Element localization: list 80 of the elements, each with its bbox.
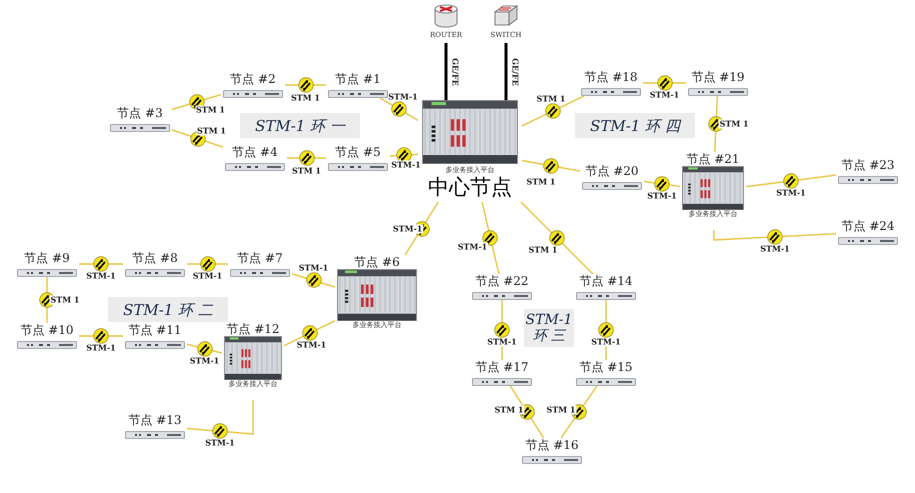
ring-label: STM-1环 三 <box>524 309 574 347</box>
node-label: 节点 #9 <box>24 251 70 265</box>
edge-label: STM-1 <box>392 224 424 233</box>
node-label: 节点 #13 <box>128 413 182 427</box>
node-label: 节点 #1 <box>335 72 381 86</box>
connector-line <box>46 277 48 323</box>
node-label: 节点 #3 <box>117 106 163 120</box>
node-label: 节点 #14 <box>579 274 633 288</box>
edge-label: STM-1 <box>85 344 117 352</box>
ring-label: STM-1 环 四 <box>575 113 695 138</box>
node-label: 节点 #10 <box>20 323 74 337</box>
connector-line <box>284 320 336 346</box>
edge-label: STM-1 <box>486 338 518 346</box>
edge-label: STM 1 <box>195 106 226 114</box>
connector-line <box>380 97 418 121</box>
edge-label: STM 1 <box>196 126 227 135</box>
edge-label: STM-1 <box>456 242 488 252</box>
node-label: 节点 #6 <box>354 255 400 269</box>
connector-line <box>560 386 598 438</box>
node-label: 节点 #5 <box>335 145 381 159</box>
node-label: 节点 #12 <box>226 322 280 336</box>
edge-label: STM-1 <box>590 338 622 346</box>
node-label: 节点 #11 <box>128 323 182 337</box>
connector-line <box>79 335 123 337</box>
node-label: 节点 #4 <box>232 145 278 159</box>
edge-label: STM-1 <box>85 272 117 280</box>
edge-label: STM 1 <box>291 166 322 176</box>
connector-line <box>292 273 336 288</box>
edge-label: STM 1 <box>526 177 556 186</box>
edge-label: STM 1 <box>494 406 524 414</box>
node-label: 节点 #18 <box>584 70 638 84</box>
edge-label: STM 1 <box>50 296 80 304</box>
node-label: 节点 #17 <box>475 360 529 374</box>
node-label: 节点 #20 <box>585 164 639 178</box>
edge-label: GE/FE <box>510 58 520 86</box>
connector-line <box>79 263 123 265</box>
edge-label: STM-1 <box>298 264 330 273</box>
node-label: 节点 #15 <box>579 360 633 374</box>
connector-line <box>522 160 580 172</box>
connector-line <box>746 174 836 188</box>
edge-label: STM-1 <box>188 356 220 366</box>
node-label: 节点 #16 <box>525 438 579 452</box>
connector-line <box>643 82 686 84</box>
connector-line <box>510 386 544 438</box>
edge-label: STM 1 <box>290 94 321 102</box>
edge-label: STM-1 <box>192 272 224 280</box>
edge-label: STM-1 <box>204 438 236 448</box>
edge-label: STM-1 <box>387 92 419 102</box>
edge-label: STM-1 <box>390 160 422 170</box>
node-label: 节点 #7 <box>237 251 283 265</box>
connector-line <box>713 230 836 241</box>
connector-line <box>172 129 224 148</box>
node-label: 节点 #21 <box>686 152 740 166</box>
connector-line <box>285 84 326 86</box>
connector-line <box>644 180 680 188</box>
edge-label: STM 1 <box>546 406 576 414</box>
node-label: 节点 #24 <box>841 219 895 233</box>
edge-label: STM-1 <box>296 340 328 350</box>
edge-label: STM 1 <box>718 120 750 128</box>
connector-line <box>520 202 594 274</box>
node-label: 节点 #23 <box>841 158 895 172</box>
node-label: 节点 #22 <box>475 274 529 288</box>
node-label: 节点 #8 <box>132 251 178 265</box>
edge-label: STM-1 <box>646 191 678 200</box>
edge-label: STM-1 <box>759 244 791 254</box>
connector-line <box>186 400 254 435</box>
connector-line <box>187 263 228 265</box>
hub-label: 中心节点 <box>428 175 512 199</box>
ring-label: STM-1 环 二 <box>108 297 228 322</box>
node-label: 节点 #2 <box>230 72 276 86</box>
connector-line <box>481 202 500 274</box>
edge-label: STM-1 <box>775 188 807 198</box>
connector-line <box>522 95 584 127</box>
edge-label: GE/FE <box>450 58 460 86</box>
edge-label: STM-1 <box>648 90 680 100</box>
node-label: 节点 #19 <box>691 70 745 84</box>
edge-label: STM 1 <box>528 246 558 254</box>
ring-label: STM-1 环 一 <box>240 113 360 138</box>
edge-label: STM 1 <box>536 94 566 104</box>
connector-line <box>444 43 448 102</box>
